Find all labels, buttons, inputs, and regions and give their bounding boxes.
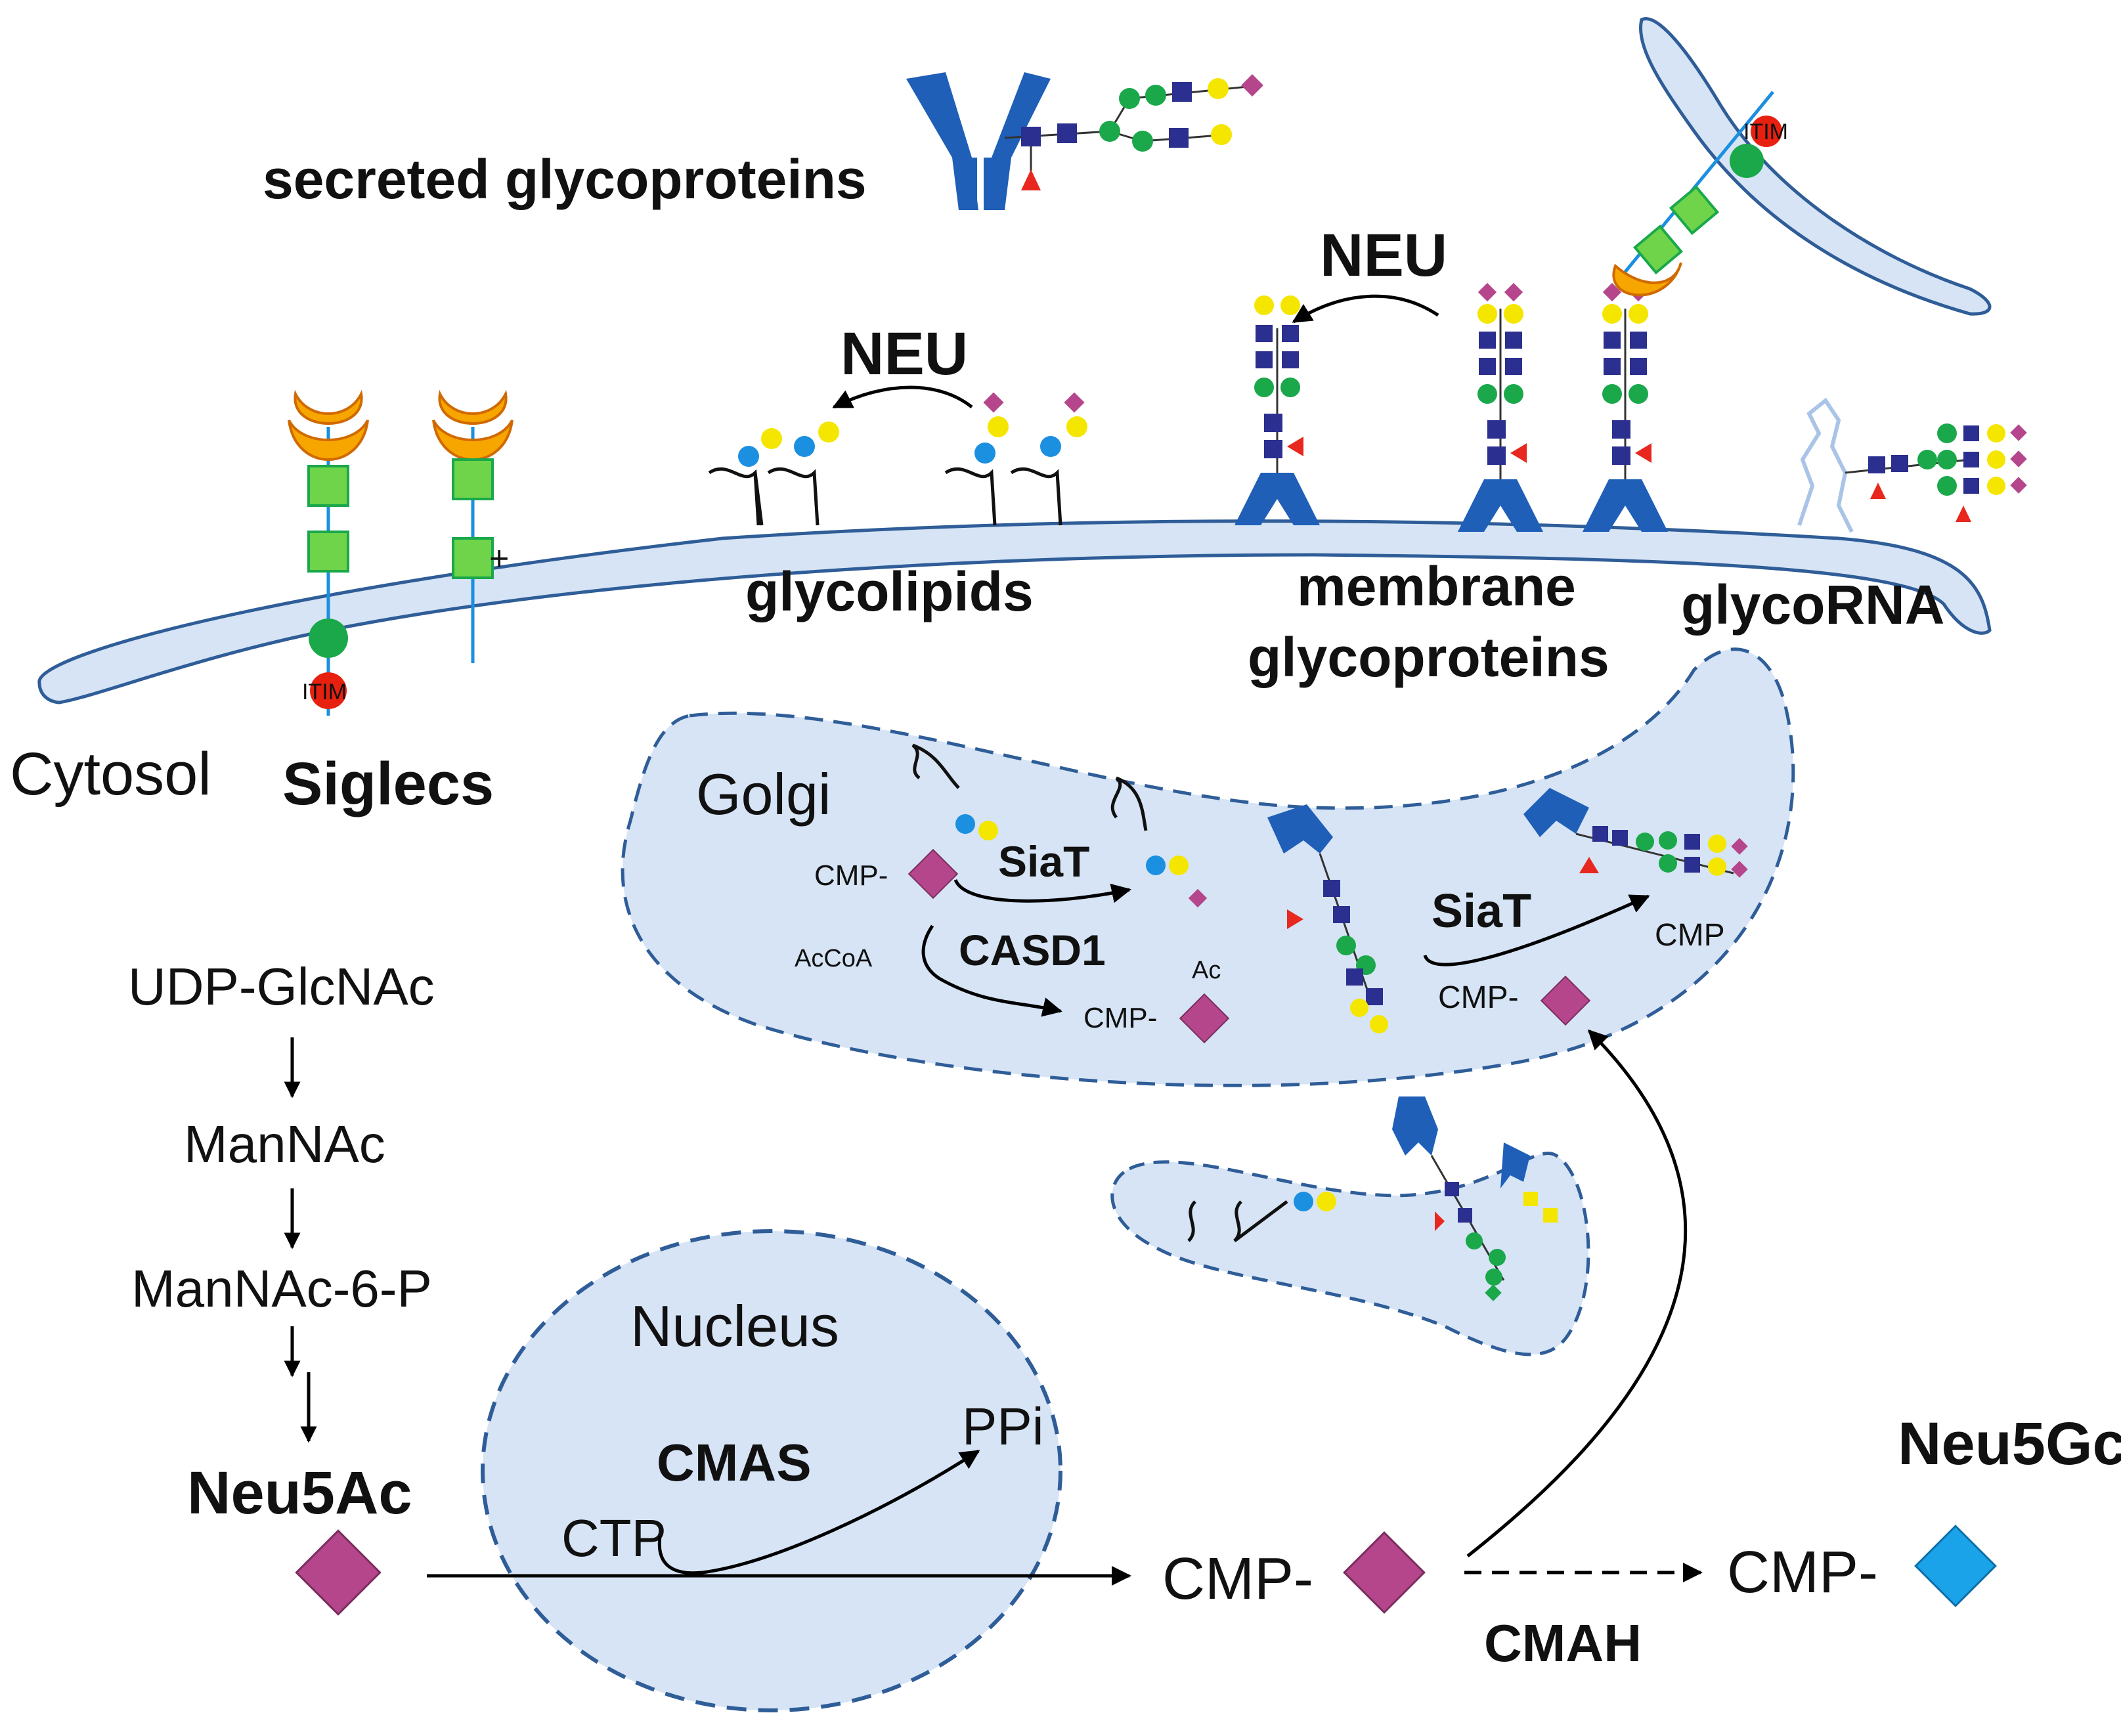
itim-label-neighbor: ITIM: [1743, 119, 1788, 144]
siat-arrow-b: [1423, 894, 1650, 966]
siglec-1: ITIM: [288, 389, 369, 716]
cmp-donor-b: CMP-: [1083, 1002, 1157, 1034]
casd1-arrow: [921, 924, 1062, 1017]
membrane-glycoprotein-1: [1235, 295, 1320, 525]
neu-label-glycolipids: NEU: [841, 320, 968, 387]
cmp-neu5ac-label: CMP-: [1162, 1546, 1313, 1612]
vesicle-contents: [1187, 1096, 1558, 1301]
cmp-released: CMP: [1655, 918, 1725, 953]
nucleus: [481, 1229, 1062, 1712]
secreted-glycan: [1004, 74, 1263, 190]
sialic-acid-donor-c: [1540, 975, 1591, 1026]
pathway-step-mannac: ManNAc: [184, 1115, 385, 1173]
siat-label-b: SiaT: [1432, 885, 1531, 938]
siat-label-a: SiaT: [998, 837, 1089, 886]
neighbor-siglec: ITIM: [1612, 91, 1788, 297]
sialic-acid-donor-a: [907, 848, 959, 900]
transport-to-golgi-arrow: [1466, 1029, 1688, 1557]
glycorna-label: glycoRNA: [1681, 574, 1944, 636]
siglecs-label: Siglecs: [282, 750, 494, 817]
siglec-2: +: [432, 389, 514, 663]
siat-arrow-a: [953, 879, 1131, 903]
casd1-label: CASD1: [959, 926, 1106, 974]
secreted-glycoproteins-label: secreted glycoproteins: [263, 148, 867, 210]
cmas-arrow: [657, 1449, 980, 1575]
itim-label-siglec: ITIM: [302, 680, 347, 705]
neu5gc-diamond: [1914, 1525, 1997, 1607]
accoa-label: AcCoA: [795, 945, 873, 972]
cmp-donor-a: CMP-: [814, 859, 888, 892]
glycolipids-label: glycolipids: [745, 561, 1034, 622]
membrane-label: membrane: [1297, 555, 1576, 617]
transport-vesicle: [1110, 1151, 1590, 1356]
pathway-step-udp-glcnac: UDP-GlcNAc: [128, 957, 435, 1016]
neu5ac-diamond: [295, 1529, 382, 1616]
golgi-glycoprotein-acceptor: [1267, 804, 1388, 1033]
golgi-glycolipid-acceptor: [911, 743, 1208, 908]
membrane-glycoprotein-2: [1458, 282, 1543, 532]
neu-arrow-glycolipids: [832, 385, 973, 409]
neu-label-glycoproteins: NEU: [1320, 222, 1447, 289]
secreted-antibody: [906, 72, 1051, 210]
cmas-label: CMAS: [657, 1433, 812, 1492]
membrane-glycoprotein-3: [1583, 282, 1668, 532]
ac-label: Ac: [1192, 957, 1221, 984]
glycolipids-group: [708, 392, 1087, 526]
cmp-neu5gc-label: CMP-: [1727, 1540, 1878, 1605]
neu5ac-label: Neu5Ac: [187, 1460, 412, 1527]
golgi-label: Golgi: [696, 762, 831, 827]
nucleus-label: Nucleus: [630, 1293, 839, 1358]
neu5gc-label: Neu5Gc: [1898, 1410, 2121, 1477]
glycorna-structure: [1797, 397, 2027, 533]
neu-arrow-glycoproteins: [1292, 294, 1439, 324]
ppi-label: PPi: [962, 1397, 1044, 1456]
cmp-neu5ac-diamond: [1343, 1531, 1426, 1614]
cmp-donor-c: CMP-: [1438, 980, 1519, 1015]
neighbor-cell-membrane: [1639, 17, 1992, 316]
cmah-label: CMAH: [1484, 1614, 1642, 1672]
cytosol-label: Cytosol: [10, 741, 211, 808]
plasma-membrane: [37, 519, 1992, 705]
pathway-step-mannac-6-p: ManNAc-6-P: [131, 1259, 432, 1318]
acetylated-sialic-donor: [1179, 993, 1230, 1044]
ctp-label: CTP: [561, 1509, 667, 1567]
glycoproteins-label: glycoproteins: [1248, 626, 1609, 688]
plus-sign: +: [489, 540, 509, 578]
